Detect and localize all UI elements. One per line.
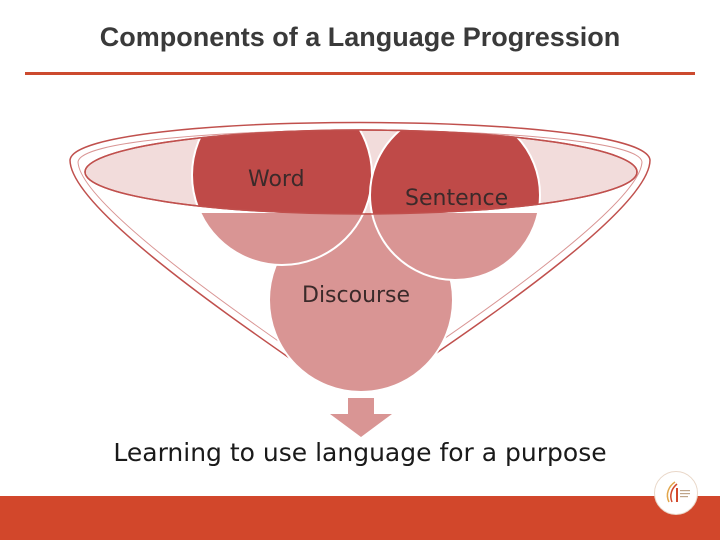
organization-logo-icon <box>654 471 698 515</box>
word-circle-lower <box>199 213 365 266</box>
sentence-circle-lower <box>370 213 540 281</box>
word-label: Word <box>248 167 305 192</box>
funnel-rim-outline <box>84 129 638 215</box>
footer-bar <box>0 496 720 540</box>
slide-title: Components of a Language Progression <box>99 22 621 52</box>
title-divider <box>25 72 695 75</box>
down-arrow-icon <box>330 398 392 437</box>
discourse-label: Discourse <box>302 283 410 308</box>
outcome-caption: Learning to use language for a purpose <box>113 438 607 467</box>
sentence-label: Sentence <box>405 186 508 211</box>
sentence-circle-in-rim <box>369 130 541 214</box>
